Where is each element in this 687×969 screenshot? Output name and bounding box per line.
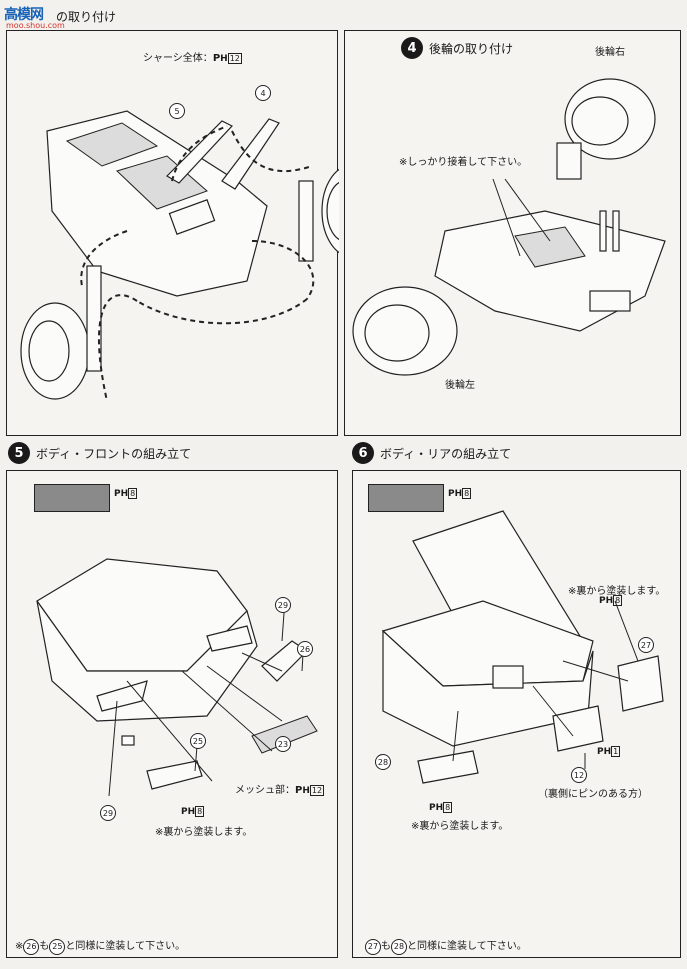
step4-title: 後輪の取り付け: [429, 41, 514, 56]
part-label-25: 25: [190, 733, 206, 749]
step6-header: 6 ボディ・リアの組み立て: [352, 442, 511, 464]
part-label-23: 23: [275, 736, 291, 752]
step4-header: 4 後輪の取り付け: [401, 37, 513, 59]
step4-number: 4: [401, 37, 423, 59]
back-paint-bottom-note: ※裏から塗装します。: [411, 821, 509, 832]
step5-title: ボディ・フロントの組み立て: [36, 446, 192, 461]
paint-swatch: [34, 484, 110, 512]
step3-title: の取り付け: [56, 10, 117, 24]
step5-number: 5: [8, 442, 30, 464]
adhesive-note: ※しっかり接着して下さい。: [399, 157, 528, 168]
back-paint-top-note: ※裏から塗装します。: [568, 586, 666, 597]
part-label-5: 5: [169, 103, 185, 119]
part-label-12: 12: [571, 767, 587, 783]
chassis-illustration: [20, 110, 339, 402]
back-paint-note: ※裏から塗装します。: [155, 827, 253, 838]
part-label-29-top: 29: [275, 597, 291, 613]
step6-number: 6: [352, 442, 374, 464]
part-label-26: 26: [297, 641, 313, 657]
panel-step4: 4 後輪の取り付け 後輪右 ※しっかり接着して下さい。 後輪左: [344, 30, 681, 436]
rear-body-illustration: [381, 510, 664, 784]
rear-wheel-illustration: [352, 78, 666, 376]
rear-right-label: 後輪右: [595, 47, 625, 58]
part-label-29-bottom: 29: [100, 805, 116, 821]
step5-header: 5 ボディ・フロントの組み立て: [8, 442, 191, 464]
part-label-28: 28: [375, 754, 391, 770]
rear-left-label: 後輪左: [445, 380, 475, 391]
pin-note: （裏側にピンのある方）: [538, 789, 648, 800]
front-body-illustration: [36, 558, 318, 797]
site-logo: 高模网: [4, 7, 44, 23]
part-label-4: 4: [255, 85, 271, 101]
site-url: moo.shou.com: [6, 21, 65, 30]
step6-title: ボディ・リアの組み立て: [380, 446, 512, 461]
part-label-27: 27: [638, 637, 654, 653]
paint-swatch: [368, 484, 444, 512]
